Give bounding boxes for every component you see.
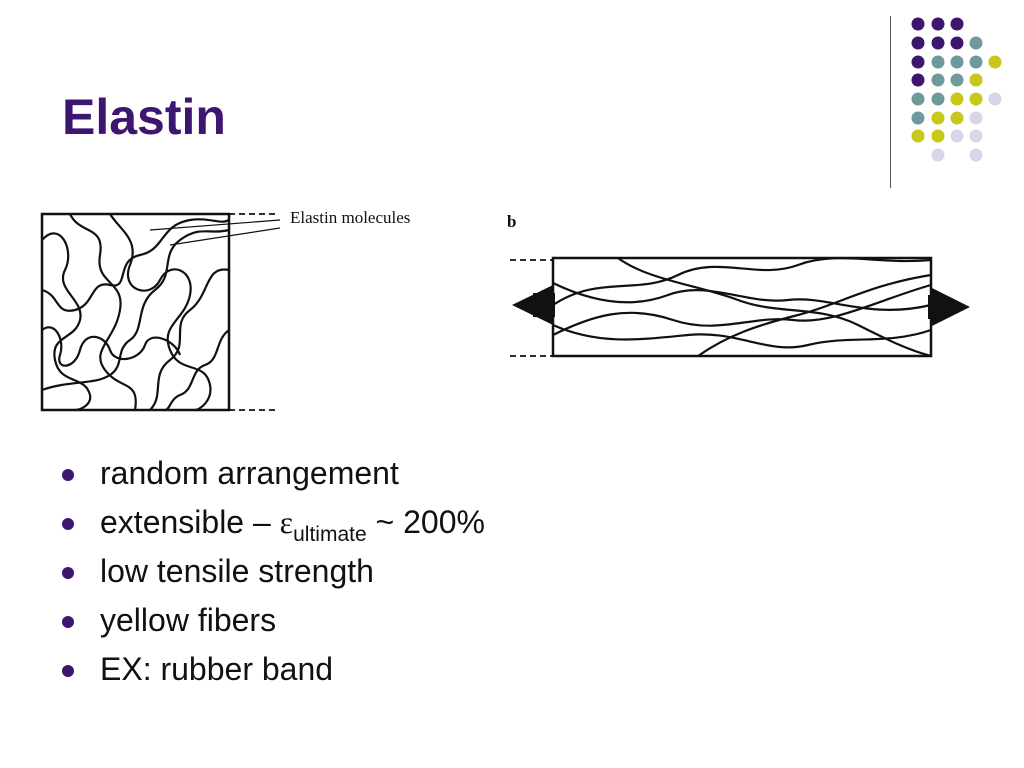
bullet-item: low tensile strength: [62, 550, 485, 599]
epsilon-symbol: ε: [279, 504, 294, 540]
decorative-dot: [931, 55, 945, 69]
decorative-dot: [969, 129, 983, 143]
bullet-dot-icon: [62, 518, 74, 530]
bullet-text: EX: rubber band: [100, 651, 334, 687]
decorative-dot-grid: [911, 17, 1002, 162]
decorative-dot: [911, 17, 925, 31]
decorative-dot: [950, 17, 964, 31]
decorative-dot: [911, 92, 925, 106]
decorative-dot: [950, 129, 964, 143]
decorative-dot: [969, 55, 983, 69]
decorative-dot: [911, 55, 925, 69]
decorative-dot: [969, 148, 983, 162]
decorative-dot: [969, 92, 983, 106]
decorative-dot: [950, 73, 964, 87]
bullet-text: low tensile strength: [100, 553, 374, 589]
decorative-dot: [931, 36, 945, 50]
bullet-list: random arrangement extensible – εultimat…: [62, 452, 485, 697]
decorative-dot: [969, 73, 983, 87]
elastin-molecules-label: Elastin molecules: [290, 208, 411, 227]
decorative-dot: [911, 111, 925, 125]
decorative-dot: [931, 148, 945, 162]
bullet-text-suffix: ~ 200%: [366, 504, 485, 540]
bullet-dot-icon: [62, 567, 74, 579]
decorative-dot: [969, 36, 983, 50]
decorative-dot: [931, 92, 945, 106]
bullet-item: yellow fibers: [62, 599, 485, 648]
elastin-network-diagram: [40, 212, 281, 412]
bullet-dot-icon: [62, 665, 74, 677]
decorative-dot: [969, 111, 983, 125]
decorative-dot: [988, 92, 1002, 106]
bullet-text-prefix: extensible –: [100, 504, 280, 540]
decorative-dot: [911, 73, 925, 87]
decorative-dot: [931, 111, 945, 125]
decorative-dot: [911, 36, 925, 50]
epsilon-subscript: ultimate: [293, 523, 367, 546]
decorative-dot: [950, 36, 964, 50]
bullet-item: random arrangement: [62, 452, 485, 501]
bullet-item: EX: rubber band: [62, 648, 485, 697]
decorative-dot: [911, 129, 925, 143]
bullet-text: yellow fibers: [100, 602, 277, 638]
stretched-elastin-diagram: [510, 256, 970, 358]
title-divider: [890, 16, 891, 188]
bullet-dot-icon: [62, 616, 74, 628]
decorative-dot: [931, 129, 945, 143]
bullet-dot-icon: [62, 469, 74, 481]
figure-b-label: b: [507, 212, 517, 231]
decorative-dot: [950, 111, 964, 125]
bullet-text: random arrangement: [100, 455, 399, 491]
bullet-item: extensible – εultimate ~ 200%: [62, 501, 485, 550]
decorative-dot: [950, 92, 964, 106]
decorative-dot: [988, 55, 1002, 69]
decorative-dot: [950, 55, 964, 69]
decorative-dot: [931, 17, 945, 31]
slide-title: Elastin: [62, 89, 226, 145]
decorative-dot: [931, 73, 945, 87]
